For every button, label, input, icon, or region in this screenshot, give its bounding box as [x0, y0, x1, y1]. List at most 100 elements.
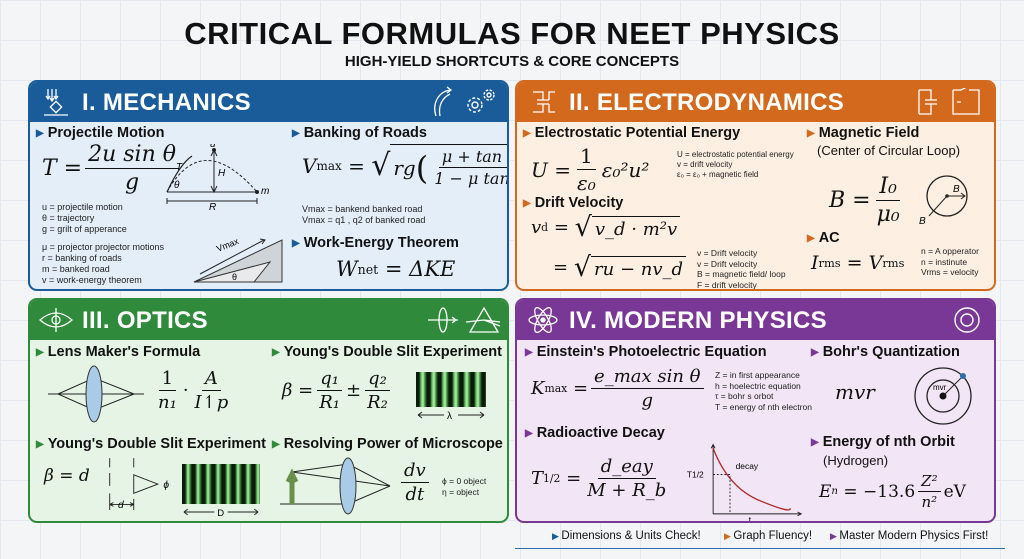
resolving-power-heading: ▶Resolving Power of Microscope — [272, 436, 503, 452]
atom-icon — [528, 306, 558, 334]
svg-text:decay: decay — [736, 461, 759, 471]
energy-orbit-heading: ▶Energy of nth Orbit — [811, 434, 955, 450]
curved-arrow-icon — [434, 86, 453, 117]
modern-physics-panel: IV. MODERN PHYSICS ▶Einstein's Photoelec… — [515, 298, 996, 523]
mechanics-header: I. MECHANICS — [30, 82, 507, 122]
svg-text:λ: λ — [447, 411, 452, 422]
double-slit-diagram: dϕ — [109, 458, 169, 511]
gears-icon — [467, 89, 495, 113]
potential-energy-heading: ▶Electrostatic Potential Energy — [523, 125, 741, 141]
convex-lens-diagram — [48, 365, 144, 423]
capacitor-icon — [533, 91, 555, 113]
radioactive-decay-heading: ▶Radioactive Decay — [525, 425, 665, 441]
modern-physics-title: IV. MODERN PHYSICS — [569, 307, 827, 334]
svg-text:R: R — [209, 202, 216, 212]
incline-diagram: Vmax θ — [193, 236, 283, 283]
bohr-orbit-diagram: mvr — [914, 367, 972, 425]
svg-text:θ: θ — [232, 272, 237, 282]
svg-text:B: B — [919, 216, 926, 227]
target-icon — [954, 307, 980, 333]
optics-header: III. OPTICS — [30, 300, 507, 340]
svg-text:T: T — [176, 162, 183, 173]
projectile-diagram: Tθ uH Rm — [166, 144, 269, 212]
magnetic-field-heading: ▶Magnetic Field — [807, 125, 920, 141]
svg-text:u: u — [210, 144, 216, 150]
bohr-formula: mvr — [835, 380, 875, 404]
electrodynamics-header: II. ELECTRODYNAMICS — [517, 82, 994, 122]
circuit-icon — [918, 88, 980, 115]
lens-icon — [428, 307, 458, 333]
electrodynamics-title: II. ELECTRODYNAMICS — [569, 89, 845, 116]
svg-text:H: H — [218, 168, 226, 179]
d-arrow: D — [183, 508, 259, 519]
decay-graph: T1/2 decay t — [687, 443, 803, 523]
svg-text:mvr: mvr — [933, 383, 947, 392]
svg-text:B: B — [953, 184, 960, 195]
lambda-arrow: λ — [417, 411, 485, 422]
lens-maker-heading: ▶Lens Maker's Formula — [36, 344, 201, 360]
svg-text:d: d — [118, 500, 124, 511]
drift-velocity-formula-2: = √ru − nv_d — [553, 254, 687, 281]
electrodynamics-panel: II. ELECTRODYNAMICS ▶Electrostatic Poten… — [515, 80, 996, 291]
mechanics-panel: I. MECHANICS ▶Projectile Motion T = 2u s… — [28, 80, 509, 291]
projectile-heading: ▶Projectile Motion — [36, 125, 165, 141]
page-subtitle: HIGH-YIELD SHORTCUTS & CORE CONCEPTS — [344, 53, 680, 70]
drift-velocity-heading: ▶Drift Velocity — [523, 195, 624, 211]
circular-loop-diagram: BB — [919, 175, 968, 227]
fringe-pattern-1 — [416, 372, 486, 407]
modern-physics-header: IV. MODERN PHYSICS — [517, 300, 994, 340]
footer-tip-1: ▶ Dimensions & Units Check! — [552, 530, 701, 542]
eye-icon — [39, 308, 73, 332]
footer-tip-3: ▶ Master Modern Physics First! — [830, 530, 989, 542]
ac-heading: ▶AC — [807, 230, 840, 246]
svg-text:T1/2: T1/2 — [687, 469, 704, 479]
svg-text:θ: θ — [174, 180, 180, 191]
ydse-heading-2: ▶Young's Double Slit Experiment — [36, 436, 266, 452]
footer-tip-2: ▶ Graph Fluency! — [724, 530, 813, 542]
bohr-heading: ▶Bohr's Quantization — [811, 344, 960, 360]
optics-title: III. OPTICS — [82, 307, 208, 334]
energy-orbit-subheading: (Hydrogen) — [823, 453, 889, 468]
footer-divider — [515, 548, 1005, 549]
svg-text:ϕ: ϕ — [163, 480, 169, 491]
ydse-formula-2: β = d — [44, 466, 90, 486]
svg-text:Vmax: Vmax — [215, 236, 241, 254]
svg-text:t: t — [749, 514, 752, 523]
svg-text:m: m — [261, 186, 269, 197]
ydse-heading-1: ▶Young's Double Slit Experiment — [272, 344, 502, 360]
decay-curve — [712, 448, 791, 511]
prism-icon — [466, 306, 501, 333]
mechanics-title: I. MECHANICS — [82, 89, 251, 116]
falling-objects-icon — [44, 89, 68, 116]
banking-formula: Vmax = √rg(μ + tan θ1 − μ tan θ) — [302, 144, 507, 188]
banking-heading: ▶Banking of Roads — [292, 125, 427, 141]
photoelectric-heading: ▶Einstein's Photoelectric Equation — [525, 344, 767, 360]
svg-text:D: D — [217, 508, 224, 519]
magnetic-field-subheading: (Center of Circular Loop) — [817, 143, 961, 158]
fringe-pattern-2 — [182, 464, 260, 504]
